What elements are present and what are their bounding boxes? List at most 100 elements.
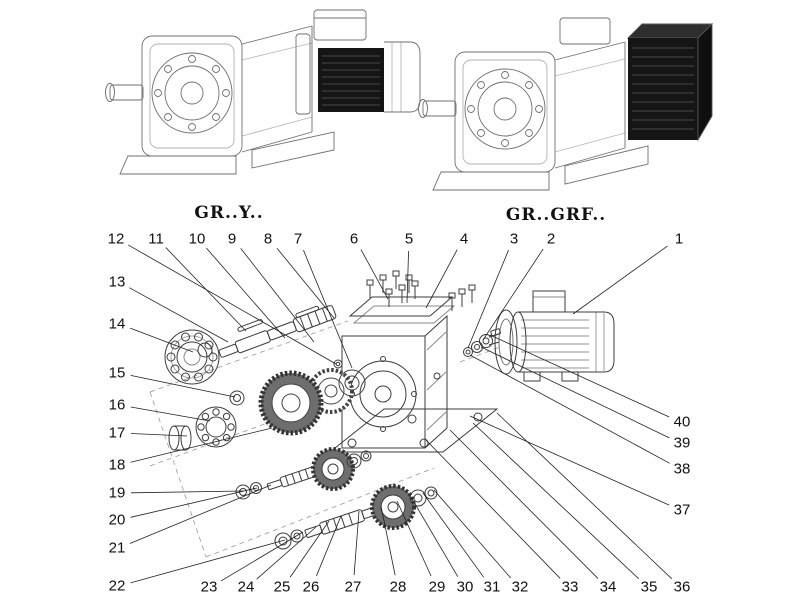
output-shaft-left-unit	[105, 83, 144, 102]
callout-38: 38	[673, 460, 691, 478]
callout-31: 31	[483, 578, 501, 596]
callout-27: 27	[344, 578, 362, 596]
callout-34: 34	[599, 578, 617, 596]
callout-20: 20	[108, 511, 126, 529]
motor-terminal-box	[532, 290, 566, 313]
leader-10	[205, 247, 286, 339]
mounting-base	[328, 408, 499, 453]
callout-7: 7	[293, 230, 303, 248]
callout-1: 1	[674, 230, 684, 248]
callout-23: 23	[200, 578, 218, 596]
leader-35	[472, 422, 640, 580]
callout-24: 24	[237, 578, 255, 596]
washer-mid-left	[229, 390, 245, 406]
leader-22	[130, 539, 286, 584]
brake-housing-dark	[628, 38, 698, 140]
assembly-guide-lines	[149, 320, 501, 558]
leader-19	[130, 490, 244, 494]
callout-4: 4	[459, 230, 469, 248]
leader-15	[130, 375, 236, 398]
leader-36	[496, 412, 673, 580]
overview-gearmotor-gry	[105, 9, 421, 175]
bearing-small	[195, 406, 237, 448]
callout-32: 32	[511, 578, 529, 596]
leader-23	[220, 531, 304, 582]
pinion-shaft-set-2	[274, 484, 438, 550]
leader-39	[480, 346, 670, 439]
variant-label-grgrf: GR..GRF..	[505, 205, 607, 225]
motor-body-dark	[318, 48, 384, 112]
callout-29: 29	[428, 578, 446, 596]
callout-9: 9	[227, 230, 237, 248]
leader-9	[240, 248, 315, 343]
callout-26: 26	[302, 578, 320, 596]
callout-30: 30	[456, 578, 474, 596]
callout-10: 10	[188, 230, 206, 248]
terminal-box-right-unit	[559, 17, 611, 45]
foot-left-unit	[119, 155, 237, 175]
callout-39: 39	[673, 434, 691, 452]
callout-19: 19	[108, 484, 126, 502]
overview-gearmotor-grgrf	[418, 17, 714, 191]
callout-3: 3	[509, 230, 519, 248]
callout-11: 11	[148, 230, 164, 248]
callout-17: 17	[108, 424, 126, 442]
leader-26	[316, 515, 342, 577]
callout-18: 18	[108, 456, 126, 474]
leader-1	[572, 245, 668, 315]
fan-cover-left-unit	[384, 41, 421, 113]
foot-right-unit	[432, 171, 550, 191]
callout-21: 21	[108, 539, 126, 557]
leader-33	[425, 439, 561, 579]
leader-8	[276, 247, 335, 319]
callout-37: 37	[673, 501, 691, 519]
callout-33: 33	[561, 578, 579, 596]
leader-6	[360, 249, 389, 300]
variant-label-gry: GR..Y..	[194, 203, 264, 223]
callout-22: 22	[108, 577, 126, 595]
leader-32	[433, 489, 512, 579]
spacer-sleeve	[168, 425, 192, 451]
oil-plug	[433, 372, 441, 380]
bearing-large	[164, 329, 220, 385]
leader-3	[467, 249, 509, 349]
callout-16: 16	[108, 396, 126, 414]
breather-plug	[333, 359, 343, 369]
leader-21	[129, 484, 272, 544]
callout-2: 2	[546, 230, 556, 248]
leader-25	[289, 520, 330, 578]
leader-18	[130, 427, 273, 463]
terminal-box-left-unit	[313, 9, 367, 41]
output-shaft-right-unit	[418, 99, 457, 118]
leader-2	[482, 248, 544, 341]
leader-lines	[127, 244, 673, 584]
leader-14	[129, 327, 194, 353]
shaft-key-2	[295, 305, 320, 318]
output-shaft-assembly	[197, 305, 337, 358]
leader-27	[353, 510, 360, 576]
callout-5: 5	[404, 230, 414, 248]
shaft-key-1	[237, 319, 263, 332]
callout-13: 13	[108, 273, 126, 291]
leader-37	[469, 415, 670, 506]
leader-4	[425, 249, 458, 309]
large-gear	[258, 370, 324, 436]
callout-15: 15	[108, 364, 126, 382]
leader-13	[129, 287, 229, 343]
leader-16	[130, 406, 211, 422]
callout-40: 40	[673, 413, 691, 431]
leader-38	[469, 354, 670, 464]
callout-14: 14	[108, 315, 126, 333]
callout-36: 36	[673, 578, 691, 596]
leader-29	[396, 500, 432, 577]
leader-40	[489, 334, 670, 418]
motor-fan-cover	[590, 311, 615, 373]
leader-28	[380, 505, 396, 576]
exploded-motor	[488, 290, 615, 382]
callout-8: 8	[263, 230, 273, 248]
callout-28: 28	[389, 578, 407, 596]
leader-24	[256, 526, 317, 580]
callout-35: 35	[640, 578, 658, 596]
